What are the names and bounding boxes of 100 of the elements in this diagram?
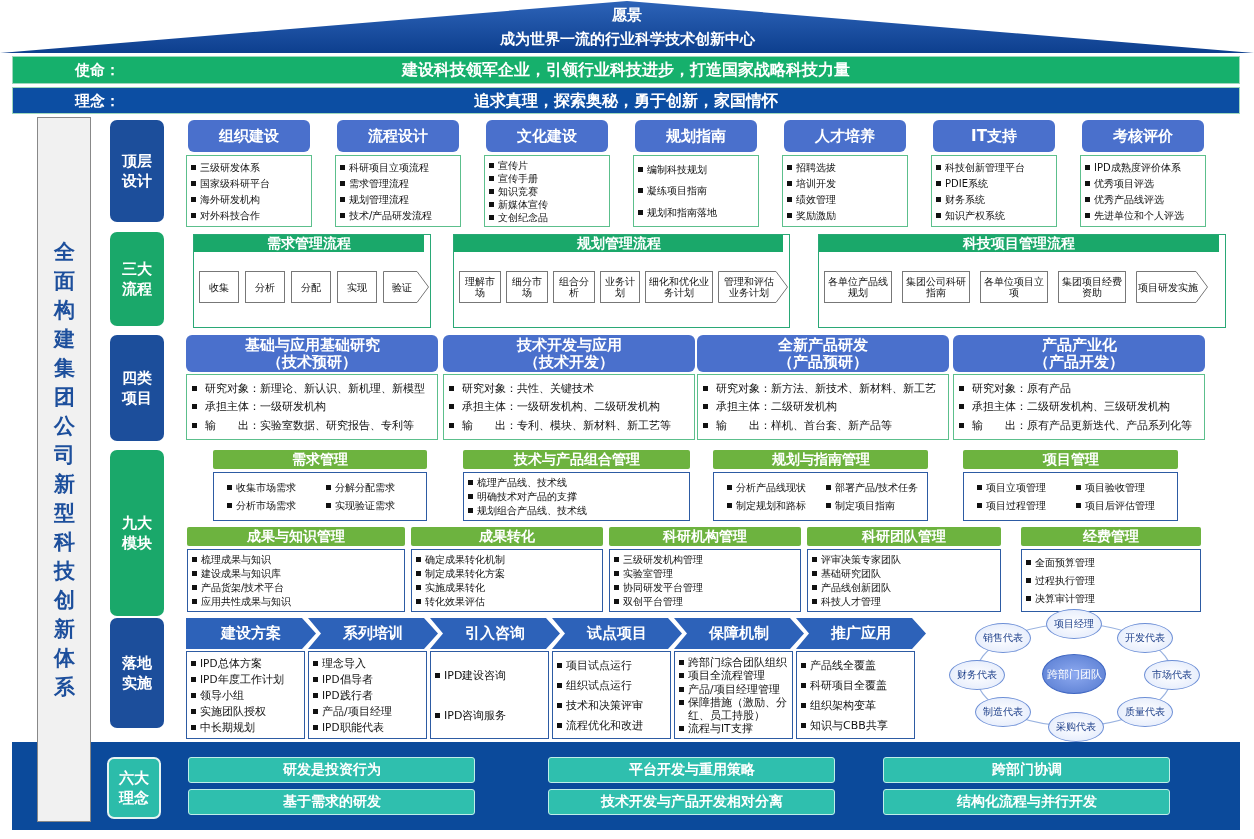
- category-header: [213, 450, 427, 469]
- category-header: [933, 120, 1055, 152]
- step-text: 收集: [208, 281, 230, 293]
- category-header: [1082, 120, 1204, 152]
- concept-bar: [188, 757, 475, 783]
- row-label-text: 六大理念: [117, 768, 150, 808]
- role-circle: [949, 660, 1005, 690]
- row-label-tab: [110, 450, 164, 616]
- role-text: 采购代表: [1056, 720, 1096, 734]
- category-header: [697, 335, 949, 372]
- category-header: [463, 450, 690, 469]
- team-circle: [1042, 654, 1106, 694]
- header-text: 经费管理: [1083, 528, 1139, 545]
- bullet-list-panel: [674, 651, 793, 739]
- step-text: 验证: [391, 281, 413, 293]
- band-label: 理念：: [75, 92, 120, 111]
- header-text: 规划与指南管理: [771, 451, 870, 468]
- heading-text: 愿景: [611, 6, 643, 25]
- step-text: 分配: [300, 281, 322, 293]
- bullet-list-panel: [186, 651, 305, 739]
- row-label-tab: [110, 618, 164, 728]
- header-text: 技术开发与应用（技术开发）: [515, 336, 623, 371]
- category-header: [635, 120, 757, 152]
- step-text: 分析: [254, 281, 276, 293]
- category-header: [1021, 527, 1201, 546]
- header-text: 组织建设: [219, 127, 279, 145]
- header-text: 考核评价: [1113, 127, 1173, 145]
- pillar-panel: [37, 117, 91, 822]
- step-text: 集团项目经费资助: [1061, 276, 1123, 298]
- process-step: [718, 271, 788, 303]
- role-text: 开发代表: [1125, 631, 1165, 645]
- row-label-tab: [110, 120, 164, 222]
- bullet-list-panel: [411, 549, 603, 612]
- bullet-list-panel: [443, 374, 695, 440]
- header-text: 人才培养: [815, 127, 875, 145]
- bullet-list-panel: [1021, 549, 1201, 612]
- chevron-text: 系列培训: [343, 624, 403, 643]
- header-text: 成果转化: [479, 528, 535, 545]
- process-step: [383, 271, 429, 303]
- chevron-text: 引入咨询: [465, 624, 525, 643]
- step-text: 实现: [346, 281, 368, 293]
- step-text: 集团公司科研指南: [905, 276, 967, 298]
- header-text: 全新产品研发（产品预研）: [777, 336, 869, 371]
- bullet-list-panel: [552, 651, 671, 739]
- category-header: [186, 335, 438, 372]
- category-header: [609, 527, 801, 546]
- band-text: 建设科技领军企业，引领行业科技进步，打造国家战略科技力量: [400, 60, 851, 81]
- bullet-list-panel: [213, 472, 427, 521]
- process-step: [337, 271, 377, 303]
- pillar-title: 全面构建集团公司新型科技创新体系: [52, 238, 76, 701]
- category-header: [784, 120, 906, 152]
- category-header: [188, 120, 310, 152]
- bullet-list-panel: [782, 155, 908, 227]
- bullet-item: 跨部门综合团队组织: [678, 655, 789, 668]
- chevron-step: [674, 618, 804, 649]
- concept-text: 研发是投资行为: [282, 761, 381, 779]
- values-band: [12, 87, 1240, 114]
- bullet-list-panel: [463, 472, 690, 521]
- bullet-list-panel: [186, 155, 312, 227]
- vision-text: 成为世界一流的行业科学技术创新中心: [498, 30, 756, 49]
- process-step: [199, 271, 239, 303]
- role-text: 财务代表: [957, 668, 997, 682]
- role-text: 项目经理: [1054, 617, 1094, 631]
- process-group-panel: [453, 234, 790, 328]
- chevron-text: 保障机制: [709, 624, 769, 643]
- bullet-list-panel: [484, 155, 610, 227]
- header-text: 成果与知识管理: [247, 528, 345, 545]
- bullet-list-panel: [335, 155, 461, 227]
- role-circle: [1117, 697, 1173, 727]
- bullet-item: 保障措施（激励、分红、员工持股）: [678, 696, 789, 721]
- chevron-text: 推广应用: [831, 624, 891, 643]
- row-label-tab: [110, 335, 164, 441]
- category-header: [411, 527, 603, 546]
- bullet-list-panel: [953, 374, 1205, 440]
- row-label-tab: [107, 757, 161, 819]
- header-text: 项目管理: [1042, 451, 1099, 468]
- category-header: [187, 527, 405, 546]
- step-text: 管理和评估业务计划: [723, 276, 775, 298]
- role-circle: [1144, 660, 1200, 690]
- chevron-step: [430, 618, 560, 649]
- role-text: 销售代表: [983, 631, 1023, 645]
- step-text: 细化和优化业务计划: [648, 276, 710, 298]
- chevron-text: 建设方案: [221, 624, 281, 643]
- step-text: 细分市场: [511, 276, 543, 298]
- bullet-list-panel: [807, 549, 1001, 612]
- header-text: 基础与应用基础研究（技术预研）: [243, 336, 381, 371]
- role-circle: [975, 697, 1031, 727]
- concept-bar: [548, 789, 835, 815]
- step-text: 理解市场: [464, 276, 496, 298]
- role-text: 市场代表: [1152, 668, 1192, 682]
- process-group-panel: [818, 234, 1226, 328]
- row-label-text: 顶层设计: [120, 151, 153, 191]
- header-text: 科研团队管理: [862, 528, 946, 545]
- group-title: 规划管理流程: [454, 235, 783, 252]
- header-text: 科研机构管理: [663, 528, 747, 545]
- chevron-text: 试点项目: [587, 624, 647, 643]
- concept-text: 基于需求的研发: [282, 793, 381, 811]
- band-label: 使命：: [75, 61, 120, 80]
- role-circle: [975, 623, 1031, 653]
- step-text: 业务计划: [604, 276, 636, 298]
